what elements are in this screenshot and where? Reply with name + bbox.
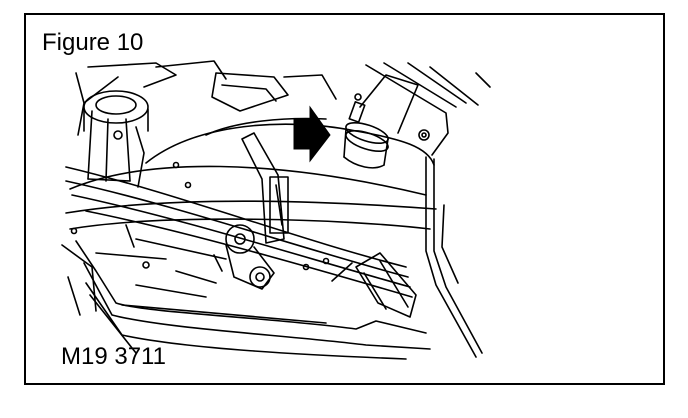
side-support (425, 156, 483, 358)
pipe-with-clamp (343, 74, 419, 169)
lower-bracket (331, 252, 417, 318)
lower-left-structure (61, 224, 135, 316)
lower-tray (70, 227, 431, 360)
leaf-spring (65, 166, 413, 298)
technical-line-drawing (61, 60, 491, 360)
center-bracket (241, 132, 289, 244)
spring-eye-shackle (213, 224, 275, 290)
mounting-bracket (83, 90, 149, 188)
figure-frame: Figure 10 M19 3711 (24, 13, 665, 385)
arrow-right-icon (293, 105, 331, 163)
figure-reference-code: M19 3711 (61, 343, 166, 370)
diagonal-rail (365, 62, 491, 156)
figure-title: Figure 10 (42, 29, 144, 56)
curved-housing (65, 117, 437, 265)
